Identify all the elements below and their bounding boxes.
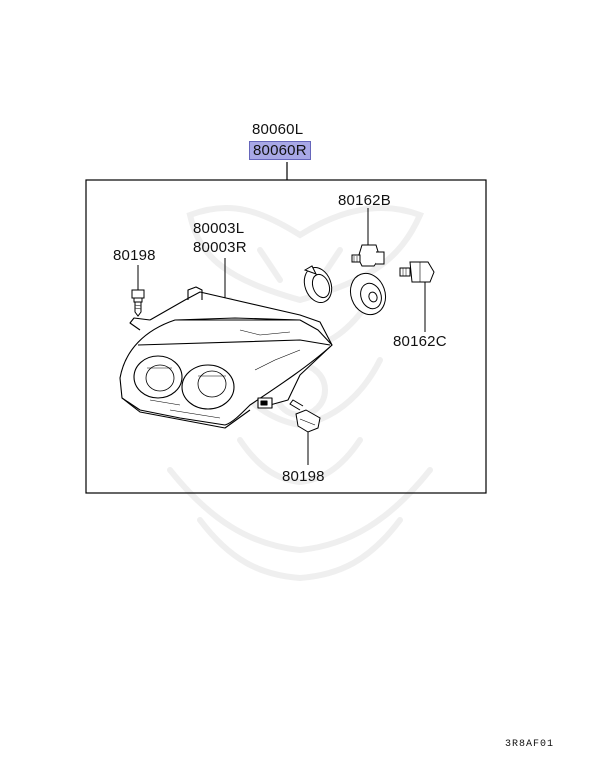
label-80003l: 80003L (193, 220, 245, 237)
socket-cap-large (349, 272, 387, 316)
label-80060l: 80060L (252, 121, 304, 138)
bulb-socket-c (399, 261, 435, 283)
label-80162c: 80162C (393, 333, 447, 350)
label-80198-bottom: 80198 (282, 468, 325, 485)
headlamp-housing (119, 286, 333, 429)
label-80198-left: 80198 (113, 247, 156, 264)
figure-code: 3R8AF01 (505, 739, 555, 750)
label-80162b: 80162B (338, 192, 391, 209)
label-80060r-highlighted[interactable]: 80060R (249, 141, 311, 160)
label-80003r: 80003R (193, 239, 247, 256)
group-frame (85, 179, 487, 494)
socket-cap-small (303, 265, 333, 303)
screw-left (131, 289, 145, 317)
screw-bottom (289, 399, 321, 433)
bulb-socket-b (351, 244, 385, 267)
